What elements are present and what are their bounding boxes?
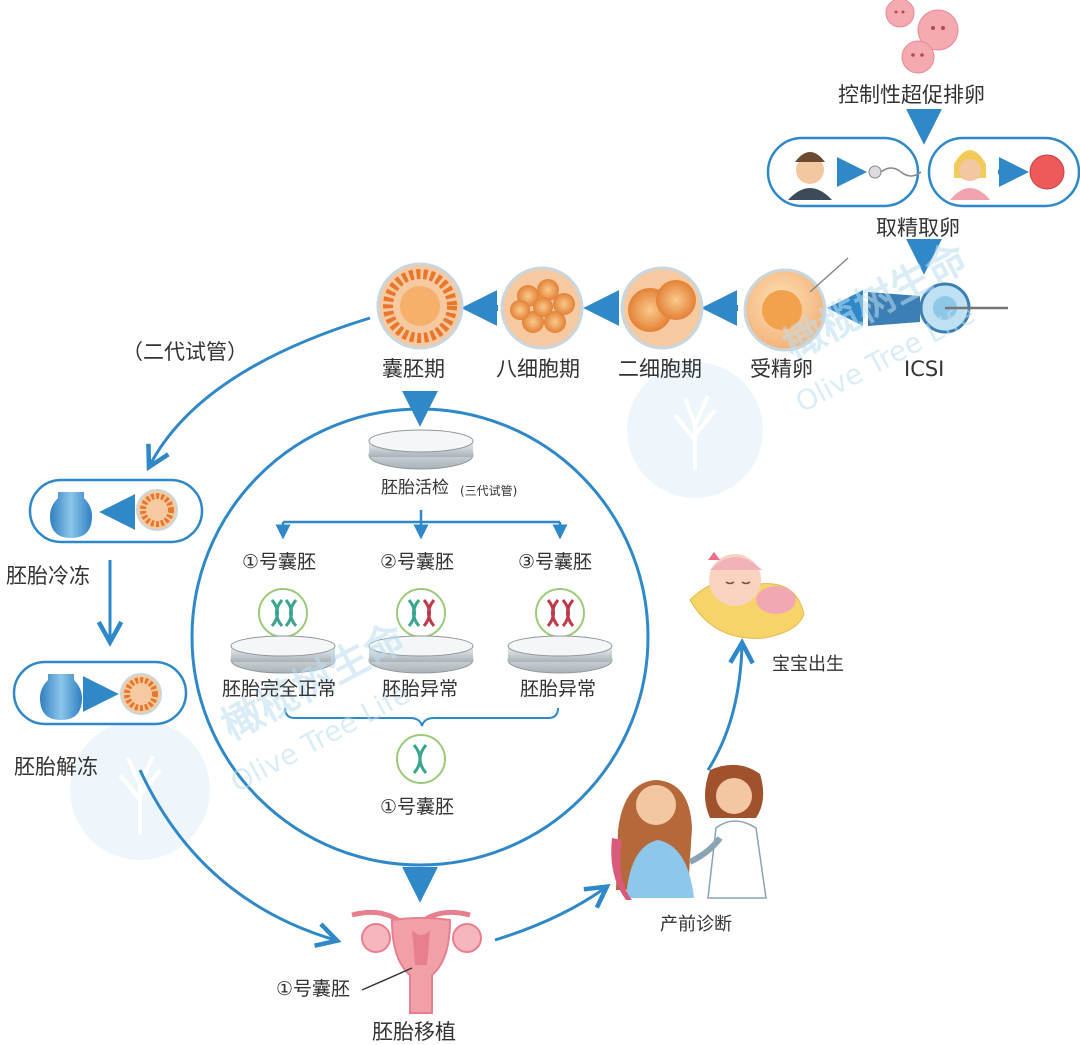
label-freeze: 胚胎冷冻 — [6, 564, 90, 588]
label-birth: 宝宝出生 — [772, 654, 844, 675]
embryo-1-name: ①号囊胚 — [242, 551, 317, 573]
embryo-3-name: ③号囊胚 — [518, 551, 593, 573]
eight-cell-embryo-icon — [500, 266, 584, 350]
label-second-gen: （二代试管） — [122, 340, 248, 364]
label-fertilized-egg: 受精卵 — [750, 357, 813, 381]
baby-icon — [689, 552, 805, 639]
fertilized-egg-icon — [743, 257, 849, 352]
label-two-cell: 二细胞期 — [618, 357, 702, 381]
prenatal-exam-icon — [611, 764, 767, 900]
icsi-icon — [868, 282, 1008, 334]
blastocyst-icon — [376, 262, 464, 350]
selected-embryo: ①号囊胚 — [380, 796, 455, 818]
watermark-tree-icon — [70, 362, 763, 860]
freeze-panel — [28, 478, 204, 544]
biopsy-note: (三代试管) — [460, 484, 518, 498]
dna-mixed-icon — [396, 588, 446, 638]
label-prenatal: 产前诊断 — [660, 914, 732, 935]
arrow-curve — [494, 888, 605, 942]
embryo-3-result: 胚胎异常 — [520, 678, 597, 700]
label-blastocyst: 囊胚期 — [382, 357, 445, 381]
arrow-curve — [138, 769, 335, 940]
label-transfer: 胚胎移植 — [372, 1020, 456, 1044]
label-controlled-ovulation: 控制性超促排卵 — [838, 83, 985, 107]
egg-cells-icon — [885, 0, 959, 74]
two-cell-embryo-icon — [620, 266, 704, 350]
petri-dish-icon — [368, 429, 474, 470]
egg-retrieval-panel — [927, 136, 1080, 208]
label-retrieve: 取精取卵 — [876, 216, 960, 240]
arrow-curve — [150, 316, 371, 465]
embryo-1-result: 胚胎完全正常 — [222, 678, 337, 700]
biopsy-title: 胚胎活检 — [381, 478, 449, 498]
thaw-panel — [12, 660, 188, 726]
dna-abnormal-icon — [535, 588, 585, 638]
petri-dish-icon — [230, 635, 613, 674]
label-icsi: ICSI — [904, 357, 945, 381]
uterus-icon — [351, 909, 482, 1014]
label-eight-cell: 八细胞期 — [496, 357, 580, 381]
embryo-2-result: 胚胎异常 — [382, 678, 459, 700]
embryo-2-name: ②号囊胚 — [380, 551, 455, 573]
label-thaw: 胚胎解冻 — [14, 755, 98, 779]
arrow-curve — [706, 645, 742, 771]
sperm-retrieval-panel — [766, 136, 922, 208]
transfer-embryo-label: ①号囊胚 — [276, 978, 351, 1000]
pointer-line — [361, 967, 413, 991]
dna-selected-icon — [396, 734, 446, 784]
selection-bracket — [284, 707, 559, 727]
branch-lines — [275, 510, 568, 540]
dna-normal-icon — [258, 588, 308, 638]
